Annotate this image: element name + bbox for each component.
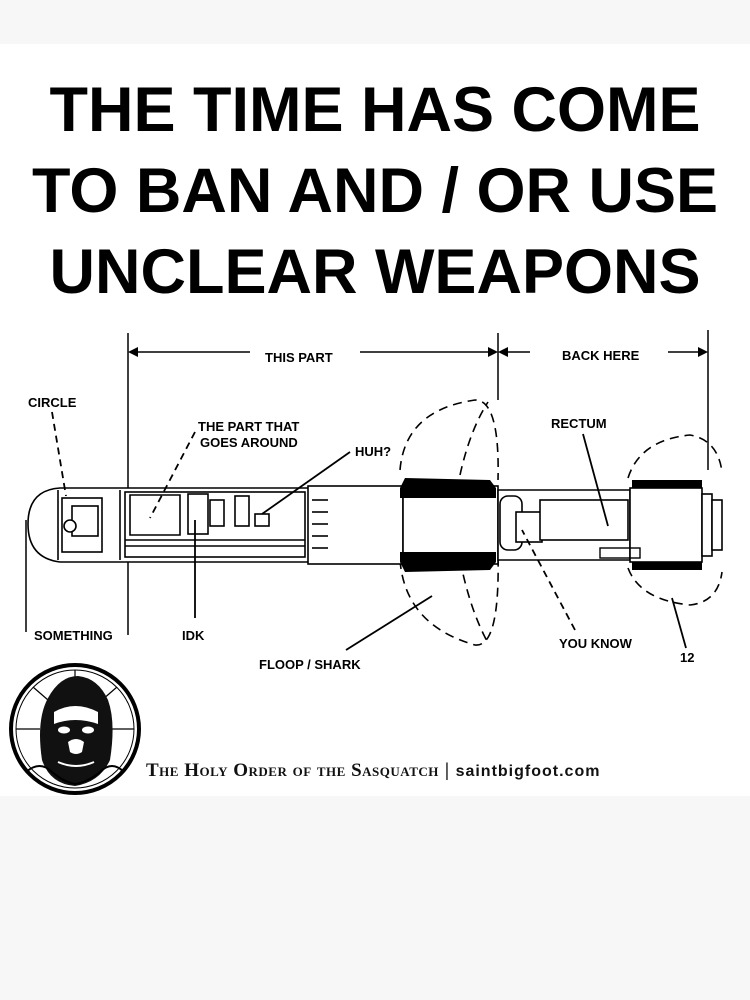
label-this-part: THIS PART	[265, 350, 333, 365]
headline: THE TIME HAS COME TO BAN AND / OR USE UN…	[0, 70, 750, 313]
dimension-arrowheads	[128, 347, 708, 357]
footer-separator: |	[444, 760, 450, 781]
label-floop-shark: FLOOP / SHARK	[259, 657, 361, 672]
dimension-lines	[25, 330, 709, 635]
label-rectum: RECTUM	[551, 416, 607, 431]
headline-line-3: UNCLEAR WEAPONS	[49, 237, 701, 307]
missile-body	[27, 485, 723, 565]
label-you-know: YOU KNOW	[559, 636, 633, 651]
label-part-around-1: THE PART THAT	[198, 419, 299, 434]
footer-credit: The Holy Order of the Sasquatch| saintbig…	[146, 760, 600, 782]
label-circle: CIRCLE	[28, 395, 77, 410]
footer-url: saintbigfoot.com	[455, 763, 601, 780]
footer-org: The Holy Order of the Sasquatch	[146, 760, 439, 781]
shirt-design-panel	[0, 44, 750, 796]
label-back-here: BACK HERE	[562, 348, 640, 363]
label-huh: HUH?	[355, 444, 391, 459]
hatched-block	[599, 547, 641, 559]
fins-solid	[400, 478, 702, 572]
label-something: SOMETHING	[34, 628, 113, 643]
label-part-around-2: GOES AROUND	[200, 435, 298, 450]
pointer-lines	[51, 411, 687, 651]
headline-line-1: THE TIME HAS COME	[49, 75, 701, 145]
fin-sweep-arcs	[399, 399, 723, 646]
label-idk: IDK	[182, 628, 205, 643]
sasquatch-face-seal-icon	[9, 663, 141, 795]
headline-line-2: TO BAN AND / OR USE	[31, 156, 719, 226]
label-twelve: 12	[680, 650, 694, 665]
